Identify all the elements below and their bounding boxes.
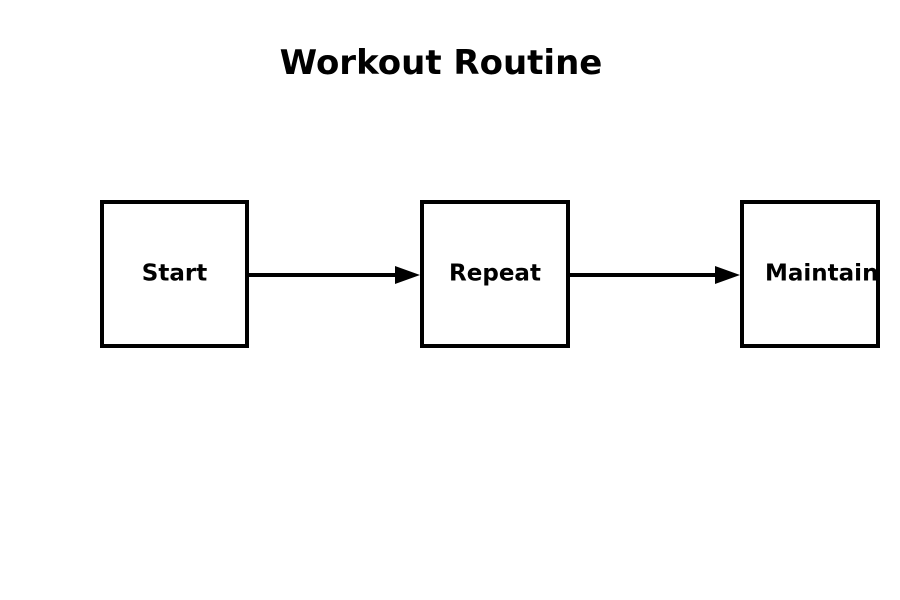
arrow-head-icon-start-repeat <box>395 266 420 284</box>
node-label-repeat: Repeat <box>449 260 541 287</box>
node-label-maintain: Maintain <box>765 260 879 287</box>
flowchart-node-repeat[interactable]: Repeat <box>420 200 570 348</box>
flowchart-node-maintain[interactable]: Maintain <box>740 200 880 348</box>
page-title: Workout Routine <box>279 43 603 83</box>
node-label-start: Start <box>141 260 208 287</box>
edge-line-repeat-maintain <box>570 273 715 277</box>
edge-line-start-repeat <box>249 273 395 277</box>
arrow-head-icon-repeat-maintain <box>715 266 740 284</box>
flowchart-node-start[interactable]: Start <box>100 200 249 348</box>
